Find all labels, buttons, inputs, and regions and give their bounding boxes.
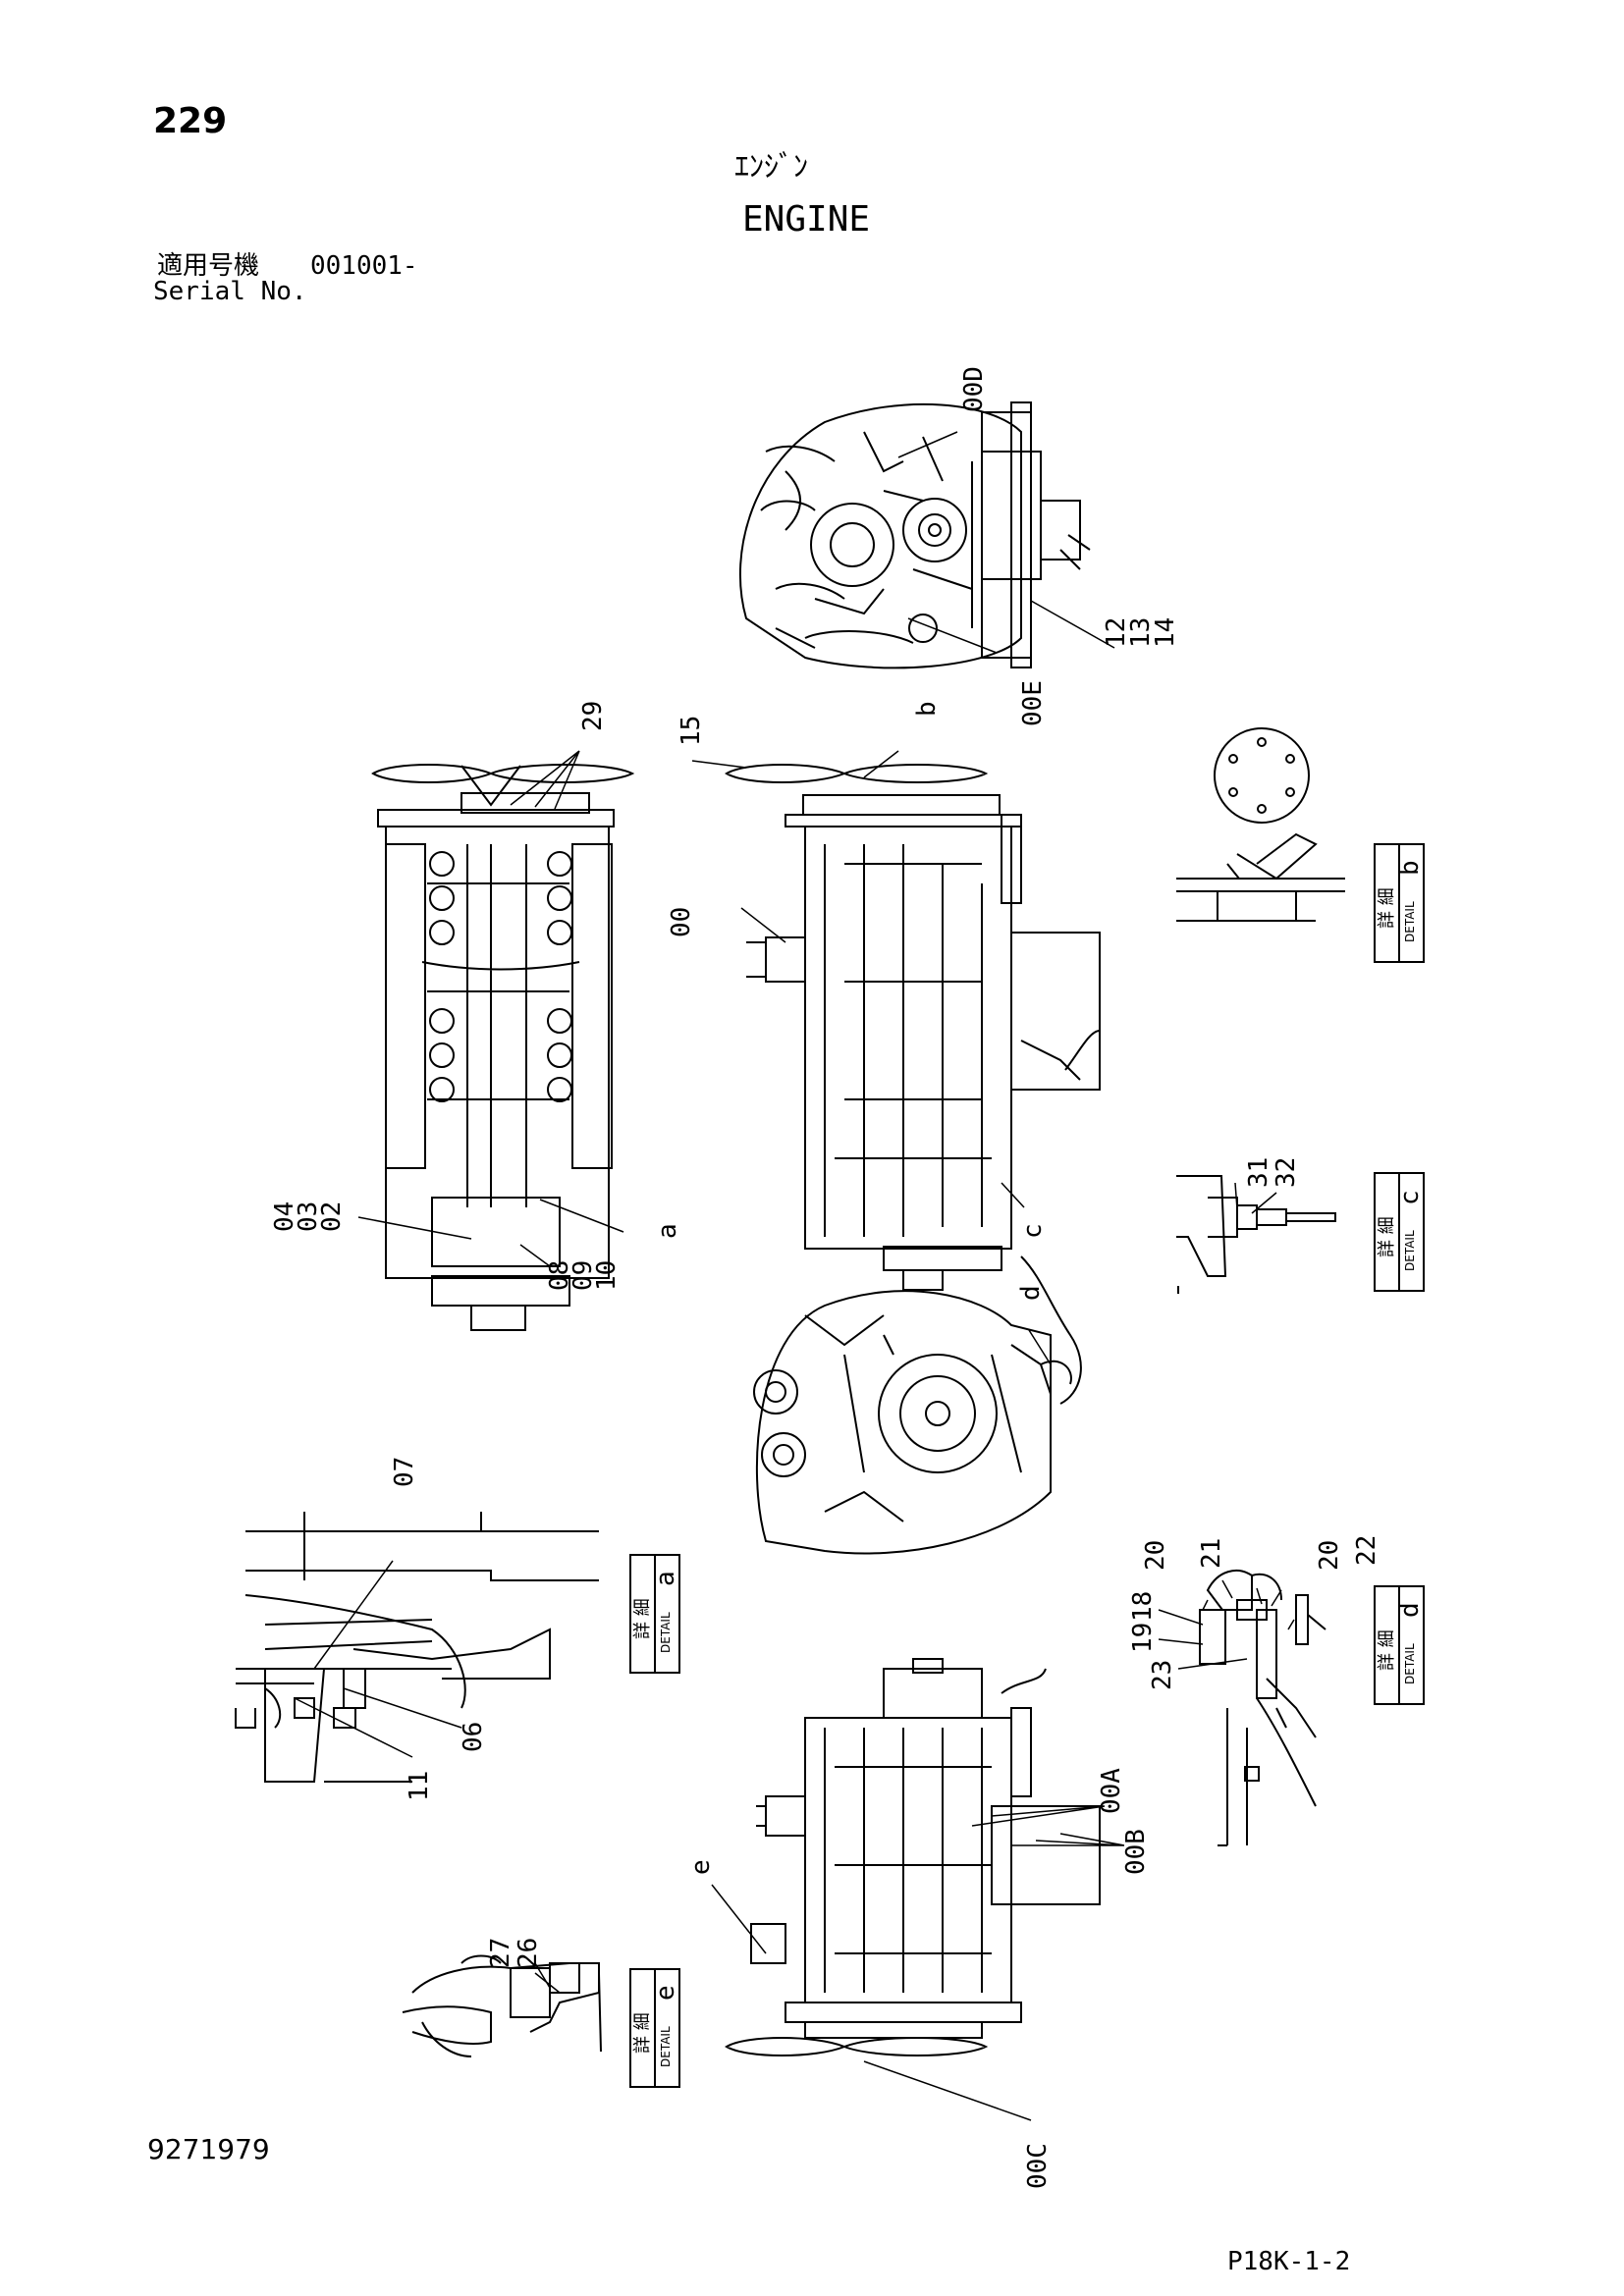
callout: 26 xyxy=(514,1938,543,1968)
serial-label-japanese: 適用号機 xyxy=(157,251,260,281)
callout: 21 xyxy=(1197,1538,1226,1569)
callout: 08 xyxy=(545,1260,574,1291)
callout: 00A xyxy=(1097,1768,1126,1814)
callout: 32 xyxy=(1272,1157,1301,1188)
callout: b xyxy=(912,701,942,717)
engine-side-view xyxy=(725,764,1101,1405)
detail-kanji: 詳 細 xyxy=(632,2012,653,2054)
callout: 29 xyxy=(578,701,608,731)
detail-label: DETAIL xyxy=(659,2026,673,2067)
engine-front-view xyxy=(738,401,1091,669)
callout: d xyxy=(1016,1285,1046,1301)
callout: 31 xyxy=(1244,1157,1273,1188)
page-number: 229 xyxy=(153,101,228,141)
detail-label: DETAIL xyxy=(1403,1230,1417,1271)
callout: 12 xyxy=(1102,617,1131,648)
callout: 00B xyxy=(1121,1829,1151,1875)
callout: c xyxy=(1018,1223,1048,1239)
serial-label: Serial No. xyxy=(153,277,307,306)
callout: 10 xyxy=(592,1260,622,1291)
callout: 11 xyxy=(405,1771,434,1801)
detail-letter: b xyxy=(1395,860,1425,876)
detail-letter: a xyxy=(651,1571,680,1586)
callout: 09 xyxy=(568,1260,598,1291)
title-japanese: ｴﾝｼﾞﾝ xyxy=(734,150,808,185)
detail-e-drawing xyxy=(402,1954,602,2057)
detail-d-drawing xyxy=(1199,1570,1326,1846)
detail-label: DETAIL xyxy=(1403,1643,1417,1684)
detail-b-drawing xyxy=(1176,727,1345,922)
detail-box-a: 詳 細 DETAIL a xyxy=(629,1554,680,1674)
detail-label: DETAIL xyxy=(659,1612,673,1653)
detail-box-d: 詳 細 DETAIL d xyxy=(1374,1585,1425,1705)
callout: 23 xyxy=(1148,1660,1177,1690)
drawing-number: 9271979 xyxy=(147,2133,270,2165)
callout: 15 xyxy=(677,716,706,746)
detail-kanji: 詳 細 xyxy=(1377,1216,1397,1257)
callout: a xyxy=(653,1223,682,1239)
leader-lines xyxy=(294,431,1295,2121)
callout: 20 xyxy=(1315,1540,1344,1571)
serial-value: 001001- xyxy=(310,251,418,281)
engine-top-view xyxy=(371,764,635,1331)
callout: 13 xyxy=(1126,617,1156,648)
callout: 03 xyxy=(294,1201,323,1232)
callout: 20 xyxy=(1141,1540,1170,1571)
detail-box-c: 詳 細 DETAIL c xyxy=(1374,1172,1425,1292)
detail-kanji: 詳 細 xyxy=(1377,887,1397,929)
callout: 00C xyxy=(1023,2143,1053,2189)
page-title: ENGINE xyxy=(742,199,871,240)
detail-c-drawing xyxy=(1176,1175,1336,1294)
callout: 14 xyxy=(1151,617,1180,648)
callout: 02 xyxy=(317,1201,347,1232)
callout: 00 xyxy=(667,907,696,937)
callouts: 00D 12 13 14 00E 29 15 b 00 04 03 02 08 … xyxy=(270,366,1381,2189)
detail-letter: e xyxy=(651,1985,680,2001)
detail-kanji: 詳 細 xyxy=(1377,1629,1397,1671)
callout: 18 xyxy=(1128,1591,1158,1622)
callout: 06 xyxy=(459,1722,488,1752)
detail-kanji: 詳 細 xyxy=(632,1598,653,1639)
callout: e xyxy=(686,1859,716,1875)
callout: 22 xyxy=(1352,1535,1381,1566)
callout: 00D xyxy=(959,366,989,412)
engine-rear-view xyxy=(753,1290,1072,1555)
callout: 04 xyxy=(270,1201,299,1232)
detail-box-b: 詳 細 DETAIL b xyxy=(1374,843,1425,963)
detail-label: DETAIL xyxy=(1403,901,1417,942)
callout: 19 xyxy=(1128,1623,1158,1653)
page-code: P18K-1-2 xyxy=(1227,2247,1351,2276)
detail-a-drawing xyxy=(235,1512,599,1783)
detail-letter: c xyxy=(1395,1190,1425,1205)
engine-bottom-side-view xyxy=(725,1658,1101,2056)
callout: 00E xyxy=(1018,680,1048,726)
callout: 07 xyxy=(390,1457,419,1487)
detail-letter: d xyxy=(1395,1602,1425,1618)
detail-box-e: 詳 細 DETAIL e xyxy=(629,1968,680,2088)
callout: 27 xyxy=(486,1938,515,1968)
